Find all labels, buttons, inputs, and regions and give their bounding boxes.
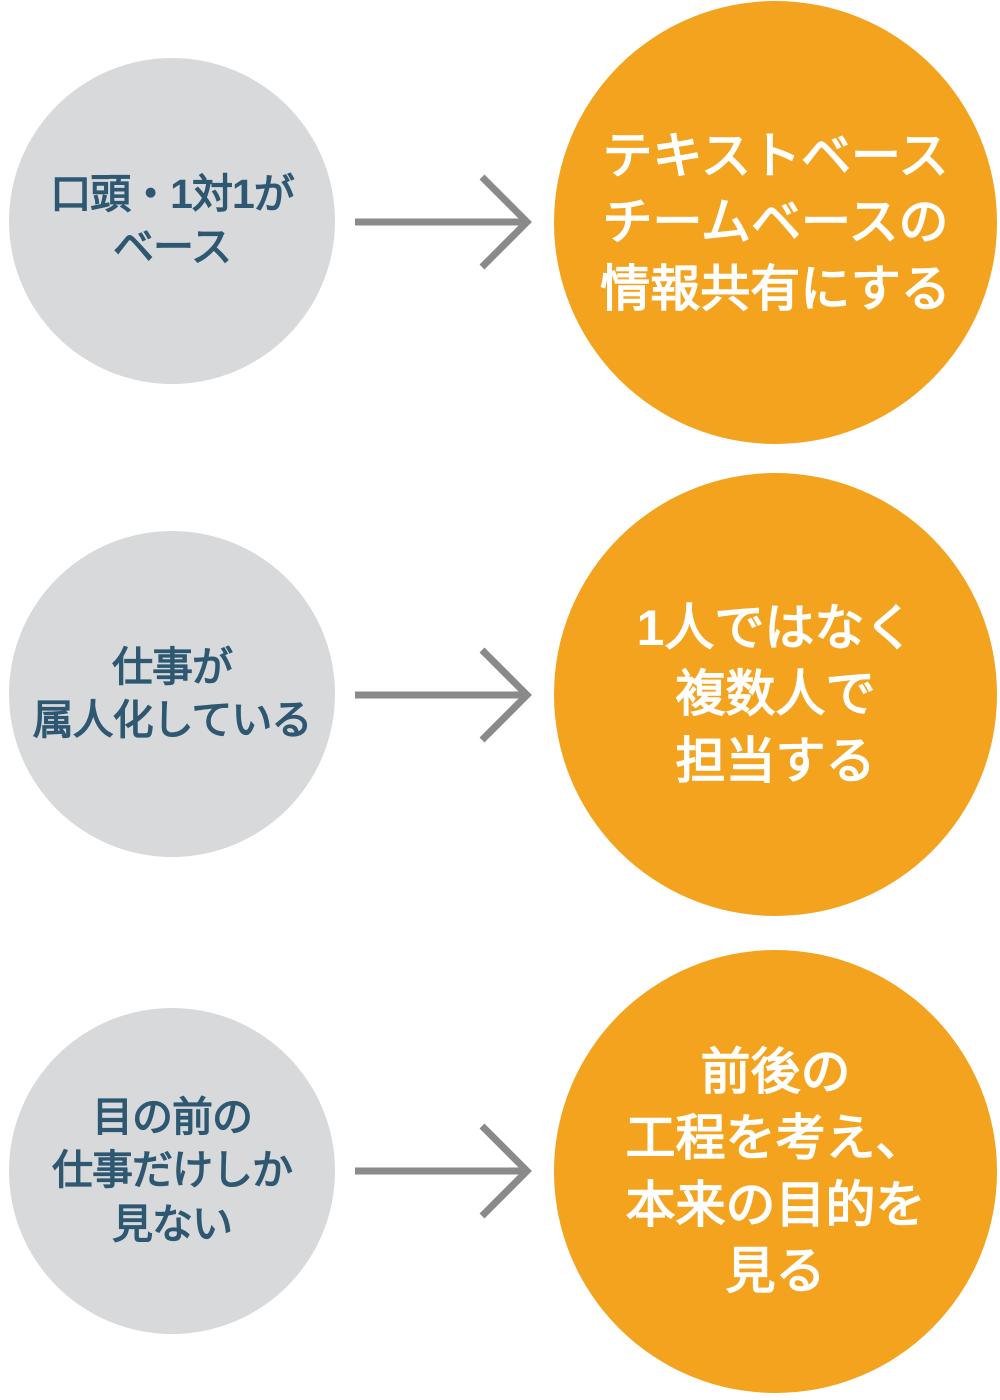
problem-3-line-3: 見ない: [112, 1200, 233, 1247]
problem-text-1: 口頭・1対1が ベース: [50, 168, 295, 275]
solution-1-line-1: テキストベース: [602, 127, 949, 184]
problem-1-line-2: ベース: [113, 224, 232, 270]
right-arrow-icon: [355, 1123, 532, 1219]
solution-2-line-3: 担当する: [675, 732, 876, 789]
problem-circle-1: 口頭・1対1が ベース: [9, 58, 335, 384]
solution-3-line-1: 前後の: [700, 1043, 851, 1100]
solution-text-2: 1人ではなく 複数人で 担当する: [637, 595, 915, 795]
right-arrow-icon: [355, 647, 532, 743]
solution-1-line-3: 情報共有にする: [600, 260, 951, 317]
problem-3-line-2: 仕事だけしか: [52, 1147, 293, 1194]
solution-1-line-2: チームベースの: [602, 194, 949, 251]
solution-circle-3: 前後の 工程を考え、 本来の目的を 見る: [554, 950, 997, 1393]
solution-2-line-1: 1人ではなく: [636, 599, 915, 656]
problem-1-line-1: 口頭・1対1が: [50, 170, 295, 217]
solution-text-3: 前後の 工程を考え、 本来の目的を 見る: [626, 1039, 926, 1305]
solution-3-line-3: 本来の目的を: [625, 1176, 926, 1233]
problem-2-line-2: 属人化している: [32, 697, 313, 743]
problem-text-3: 目の前の 仕事だけしか 見ない: [52, 1091, 293, 1251]
problem-circle-3: 目の前の 仕事だけしか 見ない: [9, 1008, 335, 1334]
problem-circle-2: 仕事が 属人化している: [9, 531, 335, 857]
solution-2-line-2: 複数人で: [675, 666, 876, 723]
solution-3-line-4: 見る: [725, 1243, 826, 1299]
solution-circle-2: 1人ではなく 複数人で 担当する: [554, 473, 997, 916]
solution-circle-1: テキストベース チームベースの 情報共有にする: [554, 1, 997, 444]
problem-2-line-1: 仕事が: [112, 643, 233, 690]
right-arrow-icon: [355, 174, 532, 270]
solution-3-line-2: 工程を考え、: [625, 1110, 926, 1166]
problem-3-line-1: 目の前の: [92, 1094, 253, 1141]
solution-text-1: テキストベース チームベースの 情報共有にする: [600, 123, 951, 323]
problem-text-2: 仕事が 属人化している: [32, 641, 313, 748]
